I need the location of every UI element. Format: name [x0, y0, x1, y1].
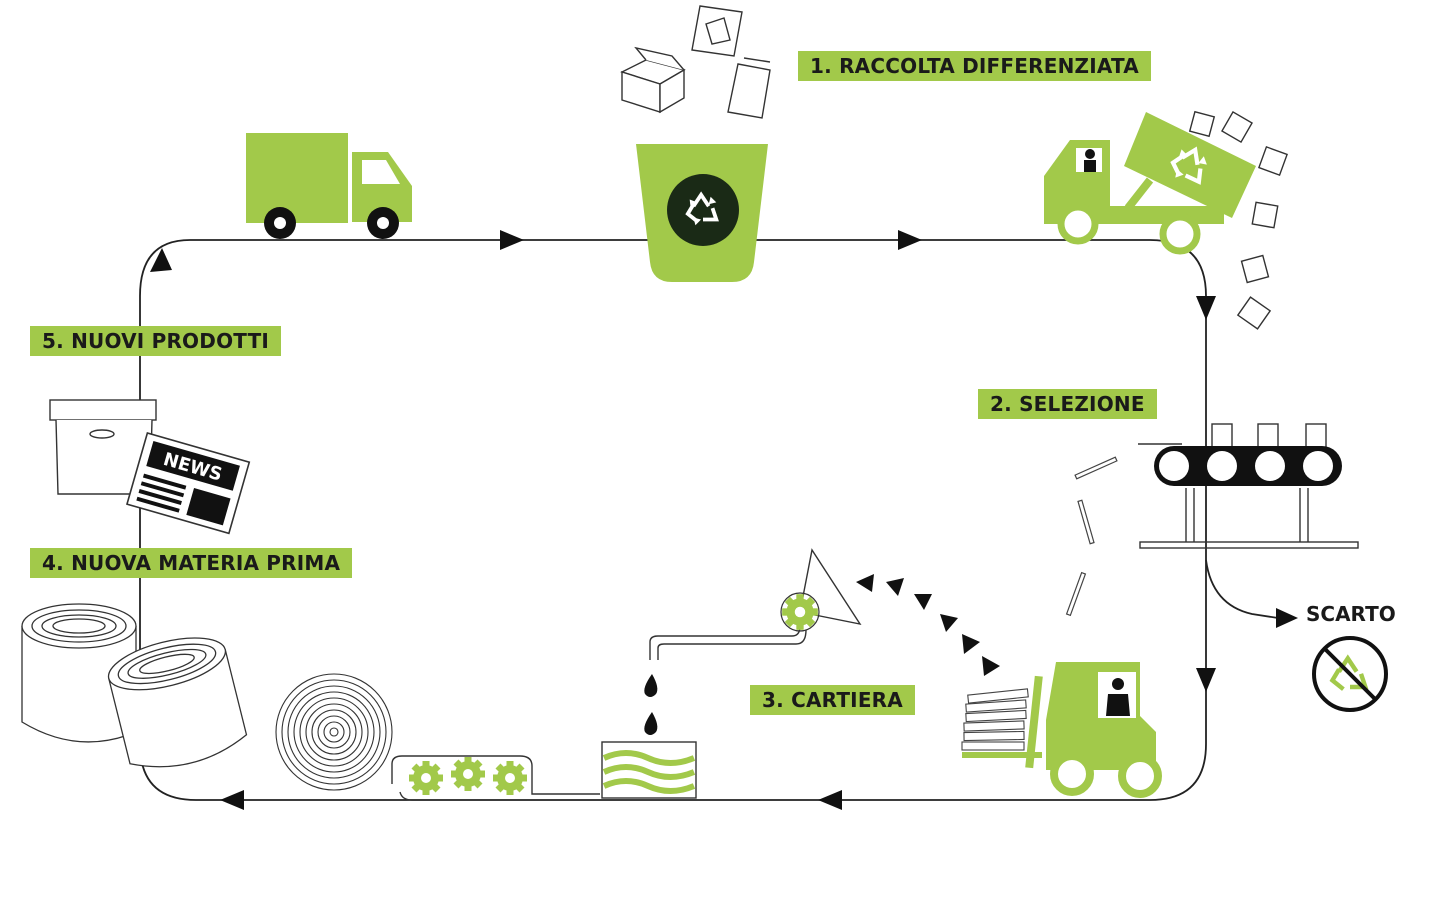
gear-icon [782, 594, 818, 630]
conveyor-belt-icon [1138, 423, 1359, 549]
step-1-label: 1. RACCOLTA DIFFERENZIATA [798, 51, 1151, 81]
newspaper-icon: NEWS [125, 431, 251, 535]
sorted-paper-strips [1065, 456, 1118, 617]
arrowhead-top-1 [500, 230, 524, 250]
step-3-label: 3. CARTIERA [750, 685, 915, 715]
arrowhead-bottom-1 [818, 790, 842, 810]
cycle-path [139, 239, 1279, 801]
raw-material-rolls-icon [21, 603, 248, 768]
step-4-label: 4. NUOVA MATERIA PRIMA [30, 548, 353, 578]
arrowhead-right-1 [1196, 296, 1216, 320]
storage-box-icon [49, 399, 157, 495]
step-5-label: 5. NUOVI PRODOTTI [30, 326, 282, 356]
cycle-arrowheads [150, 230, 1298, 810]
pulp-vat-icon [601, 741, 697, 799]
step-2-label: 2. SELEZIONE [978, 389, 1157, 419]
no-recycle-icon [1312, 636, 1388, 712]
arrowhead-right-2 [1196, 668, 1216, 692]
waste-label: SCARTO [1306, 602, 1396, 626]
paper-roll-icon [275, 673, 393, 791]
gear-rollers-icon [391, 755, 600, 801]
gear-icon [493, 761, 527, 795]
arrowhead-scarto [1276, 608, 1298, 628]
arrowhead-top-2 [898, 230, 922, 250]
drops-icon [644, 674, 658, 735]
delivery-truck-icon [246, 133, 412, 239]
forklift-icon [961, 662, 1162, 798]
garbage-truck-icon [1044, 112, 1256, 255]
arrowhead-left [150, 248, 172, 272]
dotted-flow-arrows [856, 574, 1000, 676]
recycling-bin-icon [636, 144, 768, 282]
paper-scraps-icon [620, 5, 771, 119]
arrowhead-bottom-2 [220, 790, 244, 810]
gear-icon [409, 761, 443, 795]
falling-paper-icon [1188, 110, 1288, 330]
gear-icon [451, 757, 485, 791]
funnel-gear-icon [649, 548, 862, 660]
